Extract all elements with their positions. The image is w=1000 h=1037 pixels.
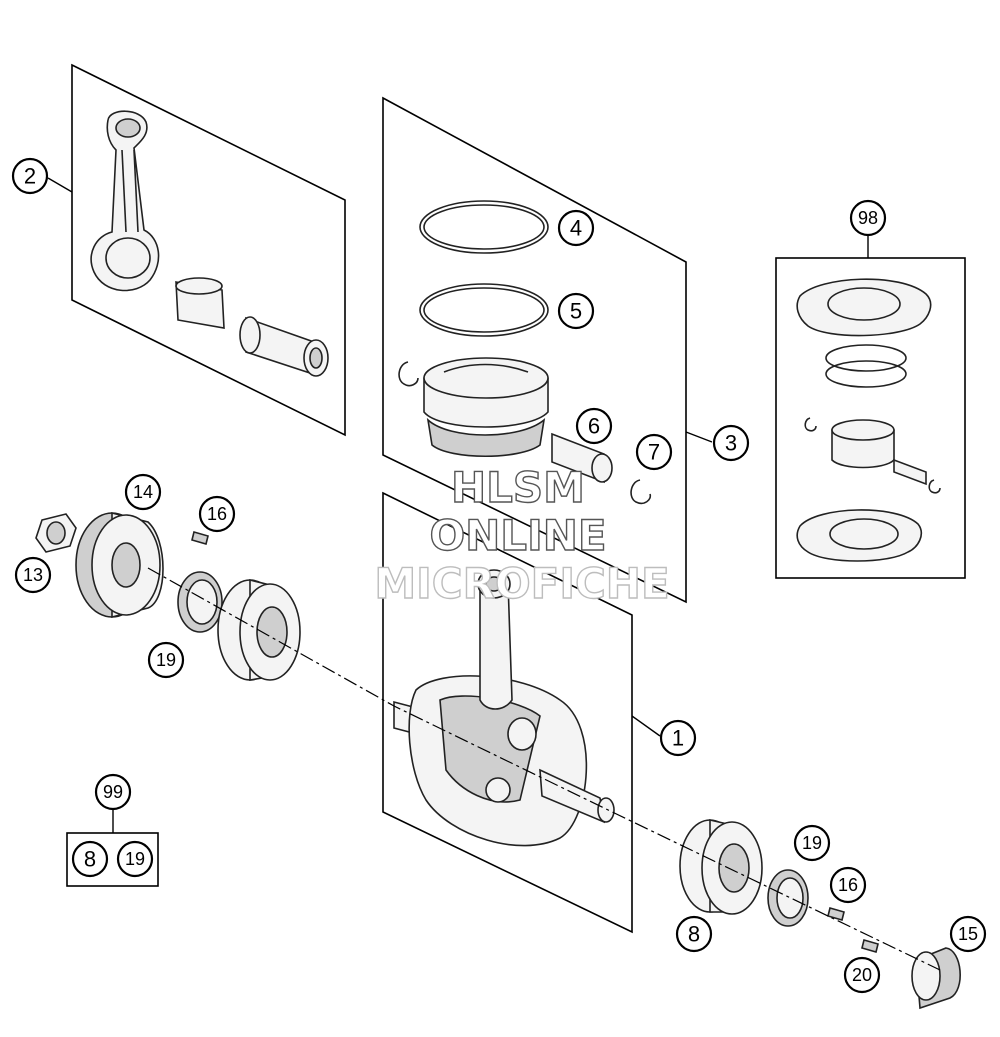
piston-circlip-left <box>398 361 419 387</box>
svg-text:13: 13 <box>23 565 43 585</box>
callout-13[interactable]: 13 <box>14 556 52 594</box>
connecting-rod <box>90 110 160 292</box>
svg-text:99: 99 <box>103 782 123 802</box>
callout-16-left[interactable]: 16 <box>198 495 236 533</box>
svg-text:19: 19 <box>802 833 822 853</box>
shaft-seal-left <box>177 571 223 633</box>
svg-text:1: 1 <box>672 726 684 751</box>
callout-98[interactable]: 98 <box>849 199 887 237</box>
gasket-kit-panel <box>775 257 966 579</box>
svg-text:5: 5 <box>570 299 582 324</box>
piston-ring-top <box>419 200 549 254</box>
svg-text:6: 6 <box>588 414 600 439</box>
gasket-kit-pin <box>893 458 927 486</box>
gasket-kit-ring-top <box>825 344 907 372</box>
callout-4[interactable]: 4 <box>557 209 595 247</box>
callout-19-kit[interactable]: 19 <box>116 840 154 878</box>
crankshaft <box>393 569 615 847</box>
svg-text:8: 8 <box>84 847 96 872</box>
callout-99[interactable]: 99 <box>94 773 132 811</box>
wrist-pin <box>551 432 613 484</box>
gasket-kit-ring-bottom <box>825 360 907 388</box>
callout-19-right[interactable]: 19 <box>793 824 831 862</box>
gear-right <box>911 947 961 1010</box>
leader-1 <box>631 715 661 737</box>
svg-text:19: 19 <box>156 650 176 670</box>
callout-7[interactable]: 7 <box>635 433 673 471</box>
svg-text:2: 2 <box>24 164 36 189</box>
svg-text:16: 16 <box>838 875 858 895</box>
svg-text:15: 15 <box>958 924 978 944</box>
main-bearing-right <box>679 818 763 915</box>
callout-8[interactable]: 8 <box>675 915 713 953</box>
assembly-axis <box>147 567 941 971</box>
piston-ring-second <box>419 283 549 337</box>
svg-text:14: 14 <box>133 482 153 502</box>
shaft-seal-right <box>767 869 809 927</box>
callout-2[interactable]: 2 <box>11 157 49 195</box>
watermark-line-1: HLSM <box>451 463 585 512</box>
svg-text:20: 20 <box>852 965 872 985</box>
svg-text:7: 7 <box>648 440 660 465</box>
piston-circlip-right <box>630 479 652 505</box>
gasket-kit-circlip-left <box>804 417 817 432</box>
connecting-rod-panel <box>71 63 346 437</box>
svg-text:4: 4 <box>570 216 582 241</box>
callout-1[interactable]: 1 <box>659 719 697 757</box>
piston-pin <box>239 316 329 377</box>
crankshaft-panel <box>382 491 633 934</box>
svg-text:8: 8 <box>688 922 700 947</box>
svg-text:16: 16 <box>207 504 227 524</box>
callout-5[interactable]: 5 <box>557 292 595 330</box>
small-end-bushing <box>175 277 225 329</box>
svg-text:3: 3 <box>725 431 737 456</box>
woodruff-key-lower <box>861 939 879 953</box>
nut <box>35 513 77 553</box>
svg-text:19: 19 <box>125 849 145 869</box>
callout-16-right[interactable]: 16 <box>829 866 867 904</box>
main-bearing-left <box>217 578 301 681</box>
piston <box>423 357 549 457</box>
callout-20[interactable]: 20 <box>843 956 881 994</box>
piston-ring-top-inner <box>423 204 545 250</box>
woodruff-key-left <box>191 531 209 545</box>
leader-2 <box>47 177 73 193</box>
woodruff-key-right <box>827 907 845 921</box>
primary-gear <box>75 511 164 619</box>
callout-19-left[interactable]: 19 <box>147 641 185 679</box>
callout-14[interactable]: 14 <box>124 473 162 511</box>
watermark-line-3: MICROFICHE <box>374 559 669 608</box>
gasket-kit-piston <box>831 419 895 469</box>
callout-6[interactable]: 6 <box>575 407 613 445</box>
gasket-kit-circlip-right <box>928 479 941 494</box>
leader-3 <box>685 431 713 443</box>
cylinder-base-gasket <box>796 509 923 562</box>
callout-8-kit[interactable]: 8 <box>71 840 109 878</box>
cylinder-head-gasket <box>796 278 932 337</box>
svg-text:98: 98 <box>858 208 878 228</box>
watermark-line-2: ONLINE <box>429 511 606 560</box>
piston-panel <box>382 96 687 604</box>
callout-15[interactable]: 15 <box>949 915 987 953</box>
piston-ring-second-inner <box>423 287 545 333</box>
callout-3[interactable]: 3 <box>712 424 750 462</box>
